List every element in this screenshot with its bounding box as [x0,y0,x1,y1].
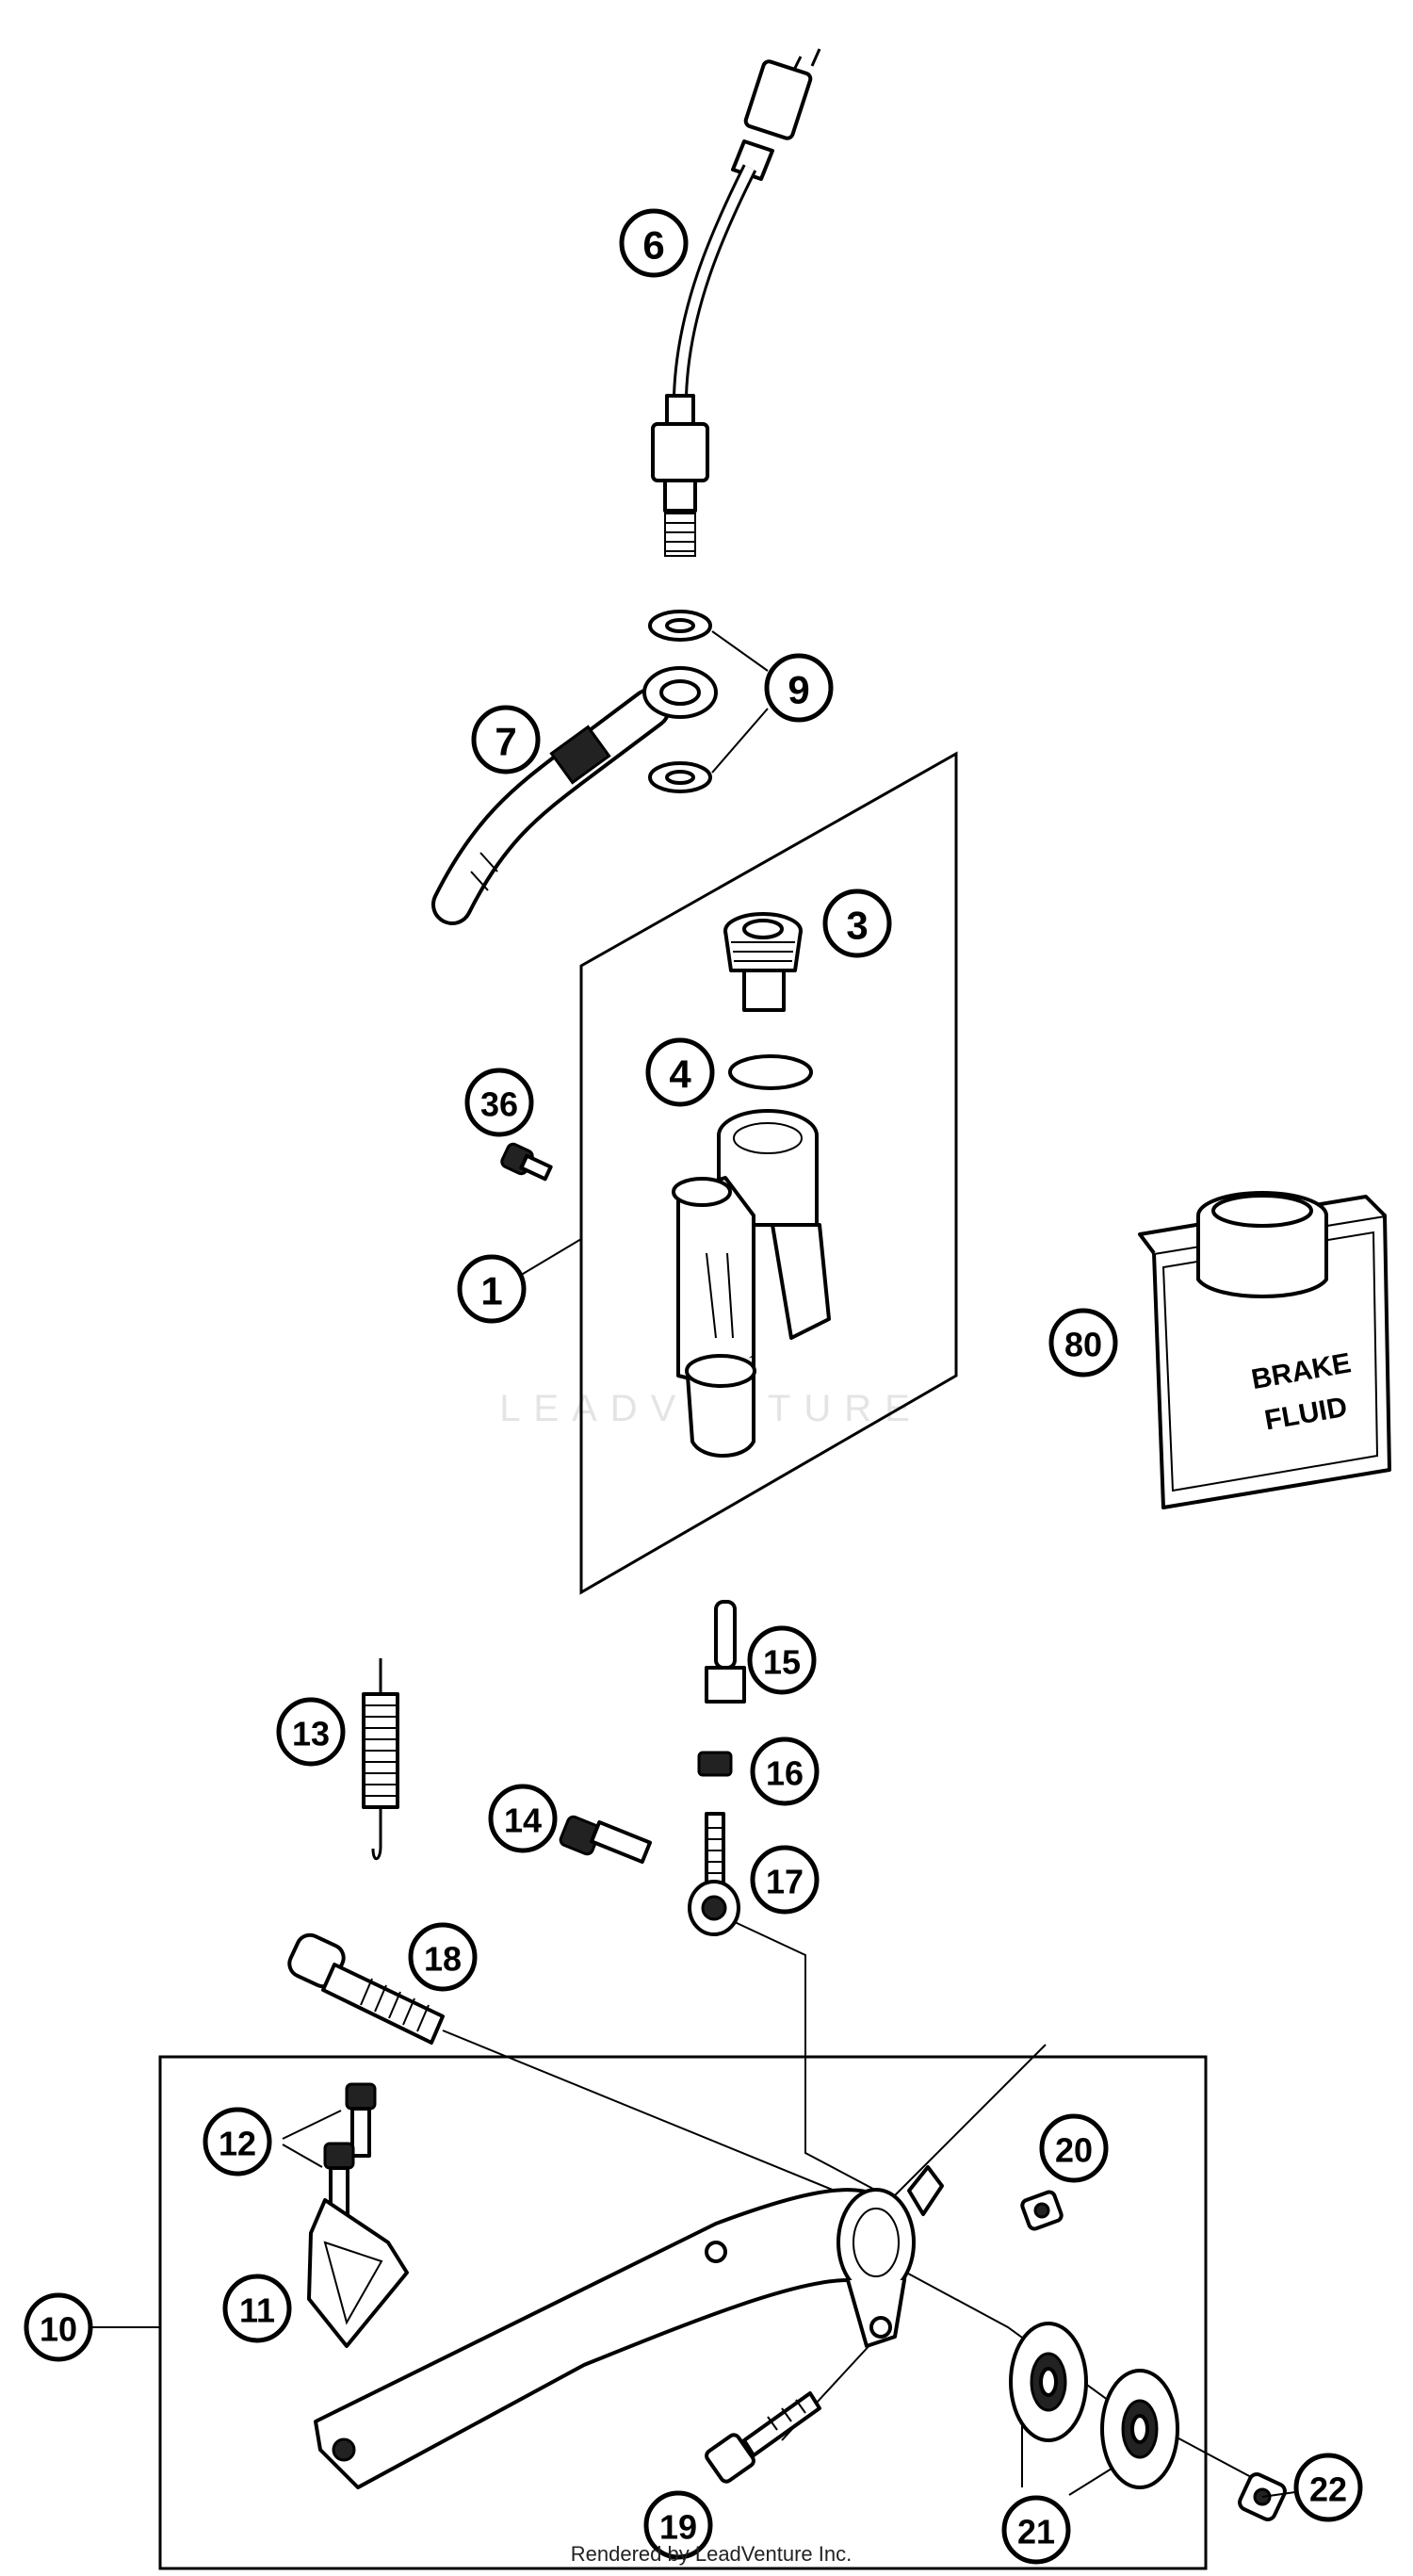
callout-20: 20 [1039,2113,1109,2183]
nut-20-part [1020,2190,1064,2231]
spring-part [362,1658,399,1861]
reservoir-cap-part [723,912,803,1012]
leader-lines [90,1238,1296,2498]
svg-text:7: 7 [495,720,516,764]
svg-text:15: 15 [763,1643,801,1682]
brake-pedal-part [314,2165,944,2489]
brake-fluid-can-part: BRAKE FLUID [1138,1191,1391,1509]
master-cylinder-part [672,1109,831,1458]
callout-4: 4 [645,1037,715,1107]
svg-text:18: 18 [424,1940,462,1979]
svg-text:12: 12 [219,2125,256,2163]
svg-text:17: 17 [766,1863,804,1901]
callout-1: 1 [457,1254,527,1324]
callout-6: 6 [619,208,689,278]
svg-text:13: 13 [292,1715,330,1753]
credit-text: Rendered by LeadVenture Inc. [571,2542,852,2566]
bolt-19-part [705,2391,821,2484]
svg-text:4: 4 [669,1052,691,1097]
svg-text:16: 16 [766,1754,804,1793]
callout-17: 17 [750,1845,820,1915]
callout-12: 12 [203,2107,272,2177]
callout-18: 18 [408,1922,478,1992]
bolts-12-part [282,2082,377,2217]
master-cylinder-panel [579,751,958,1595]
callout-36: 36 [464,1068,534,1137]
callout-22: 22 [1293,2453,1363,2522]
callout-16: 16 [750,1736,820,1806]
bolt-14-part [559,1815,653,1865]
brake-light-switch-part [651,48,821,557]
svg-text:6: 6 [642,223,664,268]
svg-text:11: 11 [239,2291,275,2330]
callout-15: 15 [747,1625,817,1695]
callout-11: 11 [222,2274,292,2343]
callout-3: 3 [822,889,892,958]
callout-21: 21 [1001,2495,1071,2565]
pivot-bolt-part [287,1932,445,2045]
svg-text:21: 21 [1017,2513,1055,2552]
svg-text:9: 9 [788,668,809,712]
nut-16-part [697,1751,733,1777]
svg-text:14: 14 [504,1802,542,1840]
svg-text:1: 1 [480,1269,502,1313]
svg-text:19: 19 [659,2508,697,2547]
bearings-part [1009,2322,1179,2496]
brake-pedal-panel [158,2055,1208,2570]
callout-7: 7 [471,705,541,774]
svg-text:3: 3 [846,904,868,948]
svg-text:80: 80 [1064,1326,1102,1364]
callout-13: 13 [276,1697,346,1767]
washers-part [648,610,769,793]
callout-80: 80 [1048,1308,1118,1378]
callout-10: 10 [24,2292,93,2362]
clevis-part [688,1812,740,1936]
svg-text:22: 22 [1309,2470,1347,2509]
bleed-nipple-part [705,1600,746,1704]
screw-36-part [500,1142,553,1182]
svg-text:36: 36 [480,1085,518,1124]
o-ring-part [728,1054,813,1090]
callout-9: 9 [764,653,834,723]
pedal-tip-part [307,2198,409,2348]
callout-14: 14 [488,1784,558,1853]
svg-text:20: 20 [1055,2131,1093,2170]
svg-text:10: 10 [40,2310,77,2349]
brake-hose-part [431,666,718,925]
callout-19: 19 [643,2490,713,2560]
